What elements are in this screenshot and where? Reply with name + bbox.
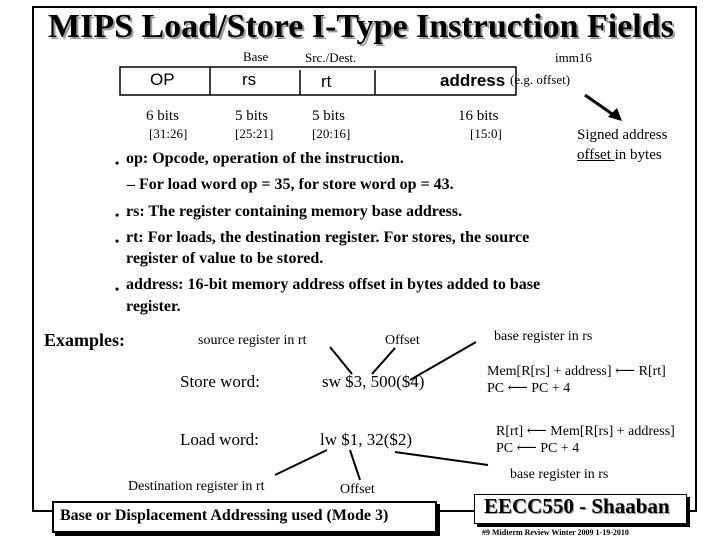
bullet-rs: rs: The register containing memory base … (126, 203, 463, 220)
bullet-address: address: 16-bit memory address offset in… (126, 276, 541, 293)
addressing-mode-text: Base or Displacement Addressing used (Mo… (60, 507, 389, 524)
course-badge-box (474, 494, 687, 524)
signed-note-line1: Signed address (577, 127, 668, 143)
base-register-note-bottom: base register in rs (510, 467, 609, 482)
field-op: OP (150, 70, 175, 89)
source-register-note: source register in rt (198, 333, 307, 348)
store-rtl-rt: R[rt] (635, 364, 666, 379)
field-rs: rs (242, 70, 257, 89)
store-rtl-pc4: PC + 4 (527, 381, 571, 396)
range-op: [31:26] (149, 126, 188, 141)
load-rtl-pc: PC (496, 441, 517, 456)
bullet-dot: • (115, 156, 120, 170)
sub-bullet-op: – For load word op = 35, for store word … (127, 176, 454, 193)
field-address: address (440, 71, 506, 90)
left-arrow-icon: ⟵ (526, 424, 547, 439)
offset-note-top: Offset (385, 333, 420, 348)
bits-op: 6 bits (146, 108, 179, 124)
label-src-dest: Src./Dest. (305, 50, 357, 65)
range-rt: [20:16] (312, 126, 351, 141)
left-arrow-icon: ⟵ (507, 381, 528, 396)
signed-note-offset: offset (577, 147, 615, 163)
range-rs: [25:21] (235, 126, 274, 141)
range-address: [15:0] (470, 126, 502, 141)
label-base: Base (243, 49, 269, 64)
arrow-signed-head (608, 108, 622, 121)
connector-dest-rt (274, 449, 328, 476)
connector-source-rt (329, 346, 353, 375)
left-arrow-icon: ⟵ (615, 364, 636, 379)
addressing-mode-box (52, 501, 437, 533)
store-rtl-pc: PC (487, 381, 508, 396)
signed-note-line2: offset in bytes (577, 147, 662, 164)
store-rtl-line1: Mem[R[rs] + address] ⟵ R[rt] (487, 363, 666, 380)
connector-base-bottom (394, 451, 489, 466)
connector-offset-bottom (349, 449, 361, 481)
course-badge: EECC550 - Shaaban (484, 494, 670, 518)
load-rtl-pc4: PC + 4 (536, 441, 580, 456)
load-rtl-line1: R[rt] ⟵ Mem[R[rs] + address] (496, 423, 675, 440)
field-box (119, 66, 517, 96)
bullet-rt-cont: register of value to be stored. (126, 250, 324, 267)
base-register-note-top: base register in rs (494, 329, 593, 344)
store-word-label: Store word: (180, 372, 260, 391)
connector-base-top (409, 341, 477, 381)
slide-footnote: #9 Midterm Review Winter 2009 1-19-2010 (482, 528, 629, 537)
examples-label: Examples: (44, 330, 125, 350)
store-rtl-mem: Mem[R[rs] + address] (487, 364, 616, 379)
destination-register-note: Destination register in rt (128, 479, 265, 494)
bullet-dot: • (115, 234, 120, 248)
bullet-op: op: Opcode, operation of the instruction… (126, 150, 404, 167)
bullet-address-cont: register. (126, 298, 181, 315)
field-address-note: (e.g. offset) (510, 72, 571, 87)
load-rtl-rt: R[rt] (496, 424, 527, 439)
connector-offset-top (371, 347, 396, 375)
bullet-rt: rt: For loads, the destination register.… (126, 229, 530, 246)
signed-note-bytes: in bytes (614, 147, 662, 163)
bullet-dot: • (115, 208, 120, 222)
load-word-instruction: lw $1, 32($2) (320, 430, 413, 449)
bits-rt: 5 bits (312, 108, 345, 124)
store-word-instruction: sw $3, 500($4) (322, 372, 425, 391)
bits-address: 16 bits (458, 108, 499, 124)
slide-title: MIPS Load/Store I-Type Instruction Field… (48, 8, 674, 45)
bullet-dot: • (115, 282, 120, 296)
store-rtl-line2: PC ⟵ PC + 4 (487, 380, 570, 397)
load-rtl-mem: Mem[R[rs] + address] (546, 424, 675, 439)
offset-note-bottom: Offset (340, 482, 375, 497)
field-rt: rt (321, 72, 332, 91)
arrow-signed-line (584, 93, 616, 118)
left-arrow-icon: ⟵ (516, 441, 537, 456)
load-rtl-line2: PC ⟵ PC + 4 (496, 440, 579, 457)
load-word-label: Load word: (180, 430, 259, 449)
bits-rs: 5 bits (235, 108, 268, 124)
label-imm16: imm16 (555, 50, 592, 65)
